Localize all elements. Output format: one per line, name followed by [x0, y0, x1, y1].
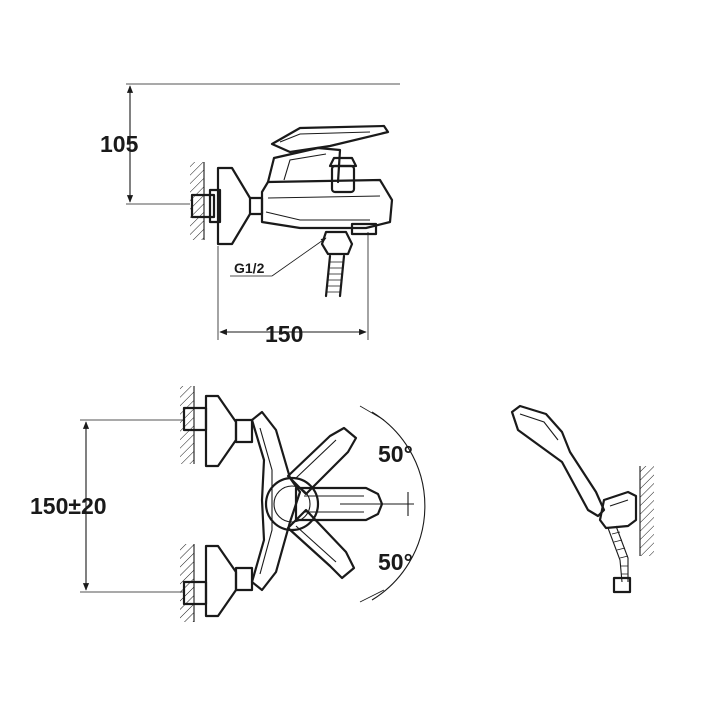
- hand-shower: [510, 404, 654, 594]
- thread-size-label: G1/2: [234, 260, 265, 276]
- shower-head: [510, 404, 606, 518]
- lever-hub: [264, 476, 320, 532]
- hose-side: [324, 254, 346, 298]
- wall-flange-side: [216, 166, 252, 246]
- shower-hose: [607, 525, 632, 594]
- diverter-knob-side: [330, 164, 356, 194]
- dimension-height-label: 105: [100, 131, 139, 157]
- angle-arc: [371, 411, 426, 601]
- mixer-body-top: [250, 410, 302, 592]
- shower-holder: [598, 490, 638, 530]
- inlet-connector-side: [190, 193, 216, 219]
- top-view: 50° 50° 150±20: [30, 386, 426, 622]
- flange-lower: [204, 544, 238, 618]
- dimension-spacing-label: 150±20: [30, 493, 107, 519]
- wall-hatch-side: [190, 162, 204, 240]
- side-view: 105 G1/2 150: [100, 83, 400, 347]
- angle-top-label: 50°: [378, 441, 413, 467]
- wall-hatch-shower: [640, 466, 654, 556]
- lever-handle-top: [294, 486, 384, 522]
- angle-bottom-label: 50°: [378, 549, 413, 575]
- mixer-body-side: [260, 178, 394, 230]
- lever-rotated-up: [286, 426, 358, 496]
- lever-rotated-down: [286, 508, 356, 580]
- wall-hatch-top-upper: [180, 386, 194, 464]
- dimension-width-label: 150: [265, 321, 303, 347]
- lever-handle-side: [270, 124, 390, 154]
- flange-upper: [204, 394, 238, 468]
- hose-connector-side: [320, 230, 354, 256]
